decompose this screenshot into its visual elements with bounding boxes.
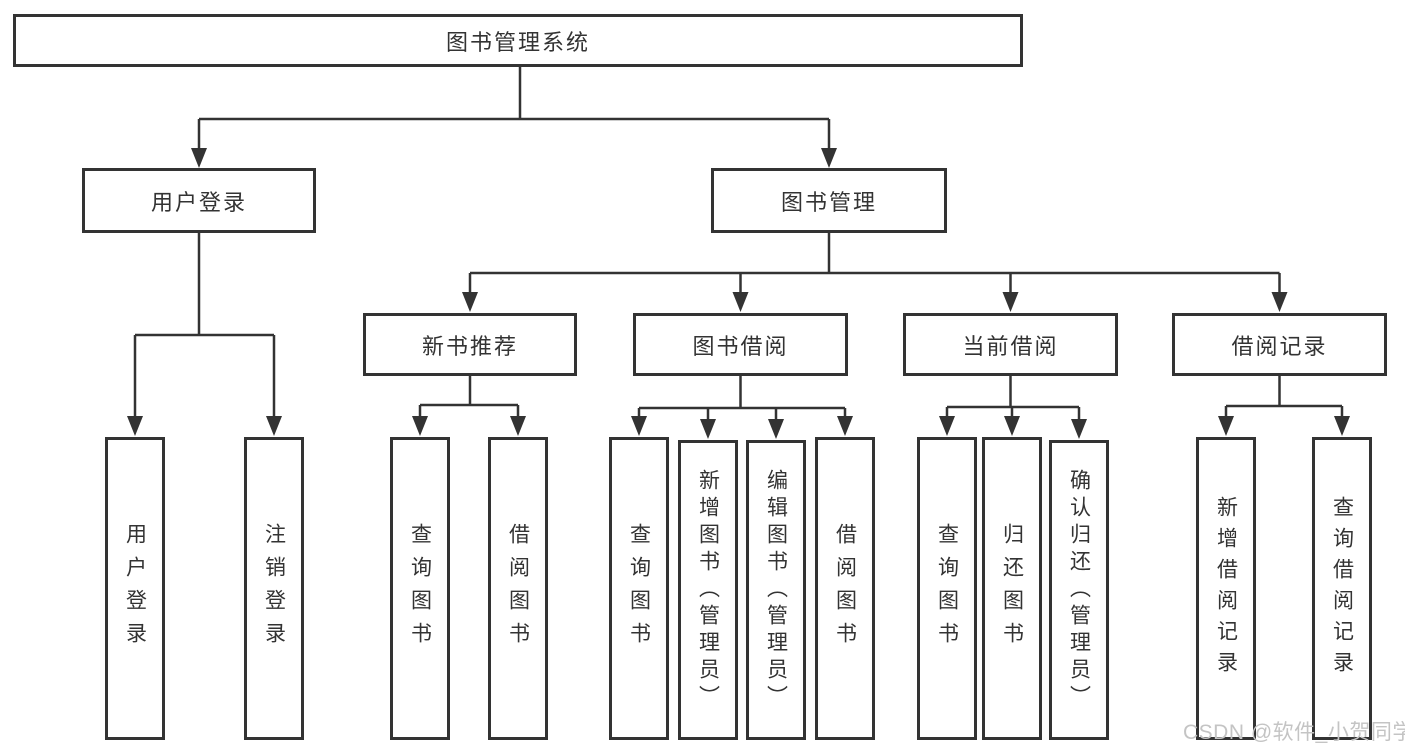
leaf-current-search-books: 查询图书 [917,437,977,740]
node-current-borrowing: 当前借阅 [903,313,1118,376]
csdn-watermark: CSDN @软件_小贺同学 [1183,721,1405,744]
arrowhead-icon [462,292,478,312]
leaf-label: 新增借阅记录 [1214,495,1238,682]
leaf-recommend-borrow-books: 借阅图书 [488,437,548,740]
arrowhead-icon [631,416,647,436]
leaf-label: 查询借阅记录 [1330,495,1354,682]
arrowhead-icon [821,148,837,168]
node-new-book-recommendation: 新书推荐 [363,313,577,376]
node-user-login: 用户登录 [82,168,316,233]
leaf-label: 查询图书 [408,522,432,655]
leaf-borrowing-borrow-books: 借阅图书 [815,437,875,740]
leaf-label: 查询图书 [627,522,651,655]
node-label: 图书管理系统 [445,29,590,55]
leaf-borrowing-add-books-admin: 新增图书（管理员） [678,440,738,740]
node-label: 图书借阅 [692,333,789,359]
leaf-label: 用户登录 [123,522,147,655]
leaf-borrowing-edit-books-admin: 编辑图书（管理员） [746,440,806,740]
arrowhead-icon [510,416,526,436]
node-book-management: 图书管理 [711,168,947,233]
arrowhead-icon [266,416,282,436]
leaf-label: 新增图书（管理员） [696,468,720,712]
node-borrowing-records: 借阅记录 [1172,313,1387,376]
arrowhead-icon [191,148,207,168]
leaf-current-return-books: 归还图书 [982,437,1042,740]
leaf-label: 借阅图书 [833,522,857,655]
leaf-label: 归还图书 [1000,522,1024,655]
arrowhead-icon [939,416,955,436]
node-label: 借阅记录 [1231,333,1328,359]
arrowhead-icon [1218,416,1234,436]
node-label: 用户登录 [150,189,247,215]
arrowhead-icon [732,292,749,312]
node-label: 新书推荐 [421,333,518,359]
leaf-user-login: 用户登录 [105,437,165,740]
arrowhead-icon [700,419,716,439]
leaf-records-search-record: 查询借阅记录 [1312,437,1372,740]
arrowhead-icon [1004,416,1020,436]
arrowhead-icon [1002,292,1019,312]
leaf-logout-login: 注销登录 [244,437,304,740]
leaf-current-confirm-return-admin: 确认归还（管理员） [1049,440,1109,740]
arrowhead-icon [1271,292,1288,312]
leaf-label: 注销登录 [262,522,286,655]
leaf-label: 借阅图书 [506,522,530,655]
leaf-label: 查询图书 [935,522,959,655]
node-book-borrowing: 图书借阅 [633,313,848,376]
leaf-label: 编辑图书（管理员） [764,468,788,712]
leaf-records-add-record: 新增借阅记录 [1196,437,1256,740]
node-label: 当前借阅 [962,333,1059,359]
arrowhead-icon [837,416,853,436]
arrowhead-icon [1334,416,1350,436]
arrowhead-icon [768,419,784,439]
leaf-label: 确认归还（管理员） [1067,468,1091,712]
arrowheads [127,148,1350,439]
node-label: 图书管理 [780,189,877,215]
arrowhead-icon [412,416,428,436]
arrowhead-icon [127,416,143,436]
arrowhead-icon [1071,419,1087,439]
leaf-recommend-search-books: 查询图书 [390,437,450,740]
node-library-management-system: 图书管理系统 [13,14,1023,67]
connector-paths [133,67,1344,431]
leaf-borrowing-search-books: 查询图书 [609,437,669,740]
